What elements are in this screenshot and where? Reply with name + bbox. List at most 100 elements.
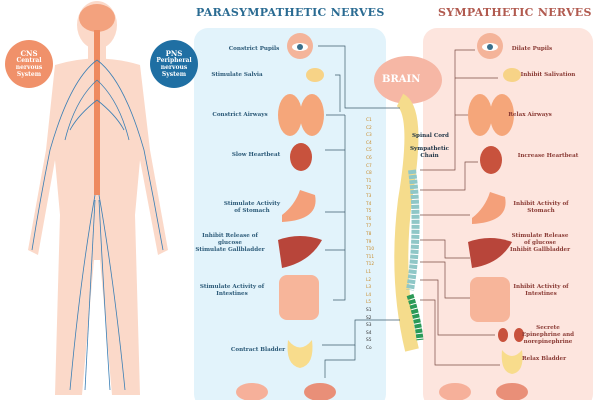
label-line: Slow Heartbeat xyxy=(231,152,281,158)
para-label: Slow Heartbeat xyxy=(232,152,280,159)
label-line: Stimulate Salvia xyxy=(211,72,263,78)
central-brain-icon xyxy=(374,56,442,104)
segment-label: S5 xyxy=(366,338,372,344)
label-line: Increase Heartbeat xyxy=(517,153,579,159)
segment-label: T9 xyxy=(366,239,372,245)
brain-icon xyxy=(79,4,115,32)
label-line: Inhibit Activity of xyxy=(513,284,569,290)
label-line: Stomach xyxy=(527,208,555,214)
spinal-cord-figure xyxy=(94,30,100,195)
stomach-icon xyxy=(282,190,316,222)
symp-label: Relax Bladder xyxy=(522,356,566,363)
label-line: Contract Bladder xyxy=(230,347,286,353)
segment-label: L2 xyxy=(366,277,372,283)
segment-label: S3 xyxy=(366,323,372,329)
lungs-icon xyxy=(278,94,302,136)
segment-label: C5 xyxy=(366,148,372,154)
segment-label: T5 xyxy=(366,209,372,215)
segment-label: T2 xyxy=(366,186,372,192)
symp-label: Increase Heartbeat xyxy=(518,153,579,160)
label-line: Intestines xyxy=(525,291,557,297)
spinal-cord-label: Spinal Cord xyxy=(412,133,449,139)
peripheral-nerves xyxy=(31,59,164,391)
label-line: Inhibit Salivation xyxy=(520,72,576,78)
prostate-icon xyxy=(496,383,528,400)
label-line: Inhibit Activity of xyxy=(513,201,569,207)
label-line: of Stomach xyxy=(234,208,270,214)
para-label: Constrict Pupils xyxy=(229,46,280,53)
label-line: Stimulate Release xyxy=(511,233,569,239)
segment-label: C7 xyxy=(366,163,372,169)
segment-label: S2 xyxy=(366,315,372,321)
segment-label: L4 xyxy=(366,292,372,298)
label-line: Constrict Pupils xyxy=(228,46,280,52)
intestines-icon xyxy=(279,275,319,320)
label-line: Inhibit Gallbladder xyxy=(509,247,571,253)
segment-label: L5 xyxy=(366,300,372,306)
parasympathetic-title: PARASYMPATHETIC NERVES xyxy=(196,6,385,19)
segment-label: T6 xyxy=(366,216,372,222)
intestines-icon xyxy=(470,277,510,322)
prostate-icon xyxy=(304,383,336,400)
segment-label: Co xyxy=(366,346,372,351)
parasympathetic-connections xyxy=(318,45,400,378)
para-label: Stimulate Salvia xyxy=(211,72,262,79)
salivary-gland-icon xyxy=(306,68,324,82)
heart-icon xyxy=(290,143,312,171)
liver-icon xyxy=(278,236,322,268)
label-line: Epinephrine and xyxy=(521,332,575,338)
segment-label: L3 xyxy=(366,285,372,291)
segment-label: C4 xyxy=(366,140,372,146)
symp-label: Dilate Pupils xyxy=(512,46,552,53)
label-line: Relax Bladder xyxy=(521,356,567,362)
label-line: Stimulate Gallbladder xyxy=(195,247,265,253)
segment-label: T11 xyxy=(366,254,375,260)
liver-icon xyxy=(468,238,512,268)
sympathetic-chain-thoracic xyxy=(406,169,420,291)
segment-label: T4 xyxy=(366,201,372,207)
segment-label: T12 xyxy=(366,262,375,268)
stomach-icon xyxy=(472,192,506,224)
sympathetic-organs xyxy=(439,33,528,400)
lungs-icon xyxy=(468,94,492,136)
sympathetic-connections xyxy=(420,49,500,366)
label-line: norepinephrine xyxy=(523,339,573,345)
segment-label: T3 xyxy=(366,194,372,199)
label-line: Stimulate Activity xyxy=(223,201,281,207)
sympathetic-panel xyxy=(423,28,593,400)
uterus-icon xyxy=(236,383,268,400)
segment-label: S4 xyxy=(366,330,372,336)
segment-label: L1 xyxy=(366,270,372,275)
segment-label: T8 xyxy=(366,232,372,237)
label-line: glucose xyxy=(218,240,242,246)
parasympathetic-organs xyxy=(236,33,336,400)
para-label: Contract Bladder xyxy=(231,347,285,354)
kidneys-icon xyxy=(498,328,508,342)
label-line: Dilate Pupils xyxy=(511,46,553,52)
salivary-gland-icon xyxy=(503,68,521,82)
label-line: Secrete xyxy=(536,325,560,331)
segment-label: C2 xyxy=(366,125,372,131)
label-line: Inhibit Release of xyxy=(202,233,258,239)
segment-label: S1 xyxy=(366,308,372,313)
label-line: Intestines xyxy=(216,291,248,297)
segment-label: T1 xyxy=(366,178,372,184)
symp-label: Relax Airways xyxy=(508,112,552,119)
label-line: Stimulate Activity of xyxy=(199,284,265,290)
heart-icon xyxy=(480,146,502,174)
symp-label: Inhibit Salivation xyxy=(521,72,576,79)
bladder-icon xyxy=(501,350,523,374)
label-line: of glucose xyxy=(523,240,557,246)
sympathetic-title: SYMPATHETIC NERVES xyxy=(438,6,592,19)
segment-label: C6 xyxy=(366,156,372,161)
uterus-icon xyxy=(439,383,471,400)
label-line: Constrict Airways xyxy=(212,112,268,118)
brain-label: BRAIN xyxy=(382,74,421,85)
